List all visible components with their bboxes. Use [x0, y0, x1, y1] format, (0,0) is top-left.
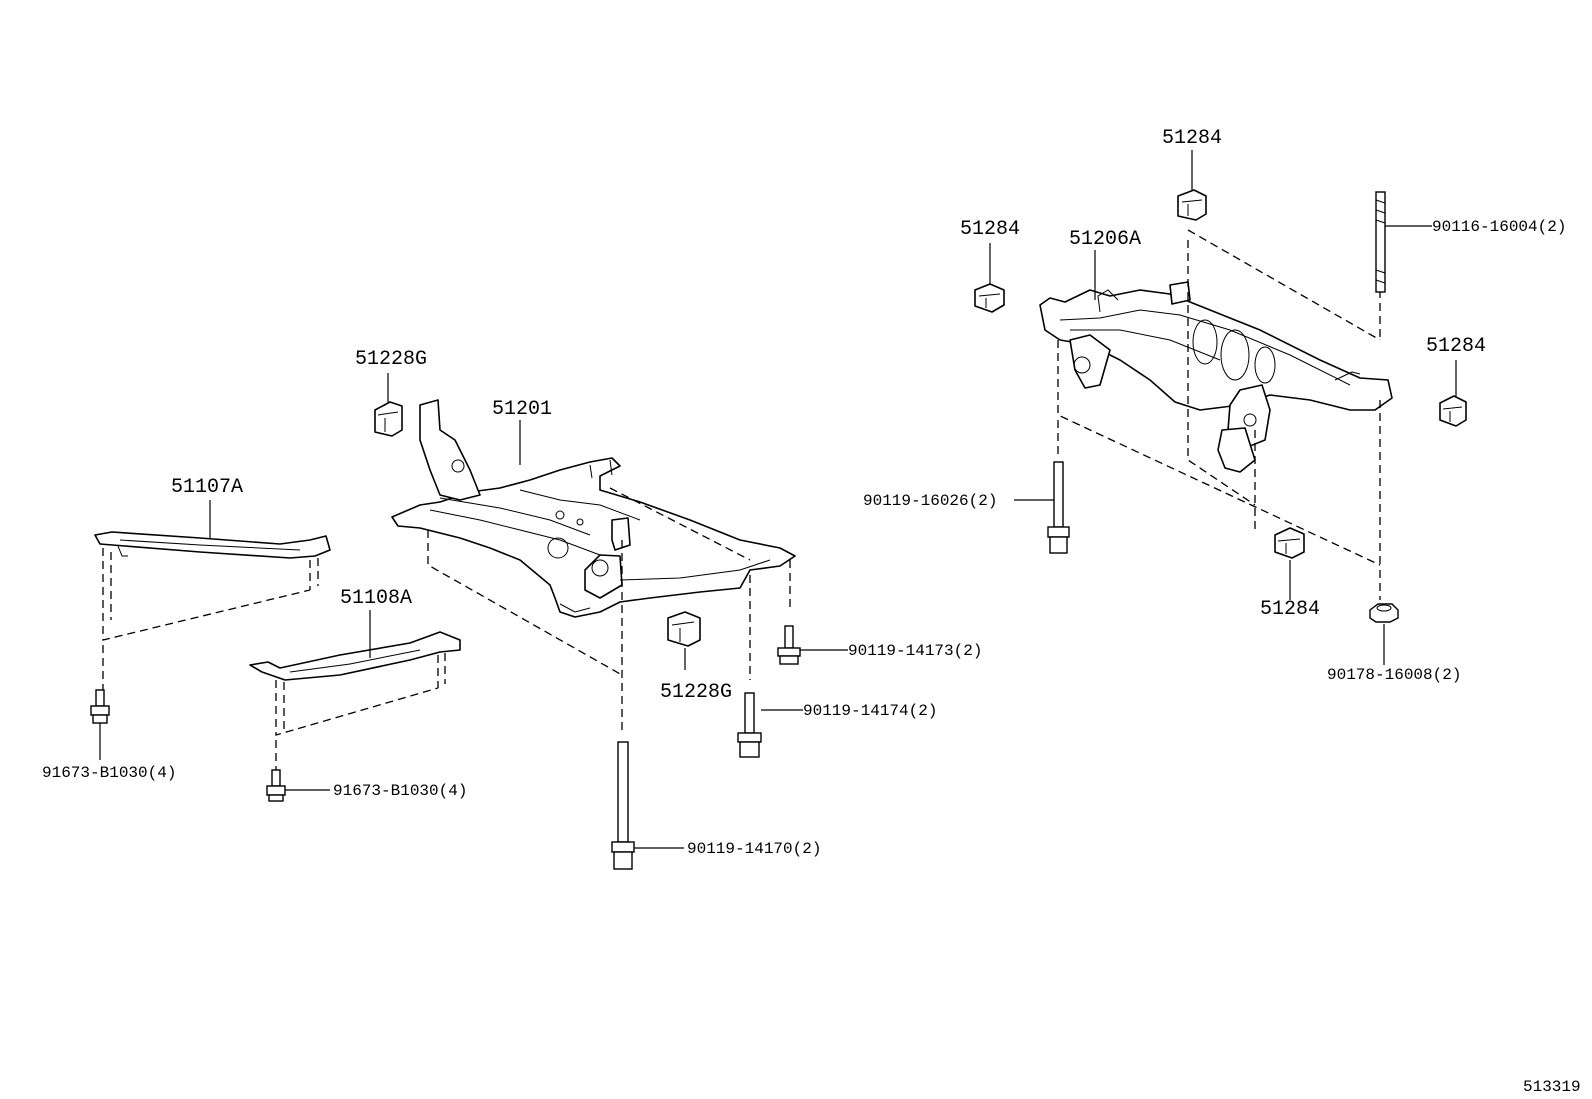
bolt-90119-14173[interactable]: [777, 625, 801, 665]
callout-90119-16026: 90119-16026(2): [863, 492, 997, 510]
callout-51284-top: 51284: [1162, 127, 1222, 150]
callout-51107A: 51107A: [171, 476, 243, 499]
brace-51108A[interactable]: [249, 631, 461, 681]
cushion-51284-bottom[interactable]: [1274, 527, 1305, 559]
bolt-90119-14174[interactable]: [737, 692, 762, 758]
callout-51201: 51201: [492, 398, 552, 421]
callout-90119-14173: 90119-14173(2): [848, 642, 982, 660]
bolt-91673-right[interactable]: [266, 769, 286, 802]
bolt-90119-16026[interactable]: [1047, 461, 1070, 554]
brace-51107A[interactable]: [94, 531, 331, 559]
callout-90116-16004: 90116-16004(2): [1432, 218, 1566, 236]
cushion-51228G-top[interactable]: [374, 401, 403, 437]
bolt-90119-14170[interactable]: [611, 741, 635, 870]
nut-90178-16008[interactable]: [1369, 603, 1399, 623]
callout-51228G-top: 51228G: [355, 348, 427, 371]
callout-90178-16008: 90178-16008(2): [1327, 666, 1461, 684]
callout-51284-right: 51284: [1426, 335, 1486, 358]
callout-51284-left: 51284: [960, 218, 1020, 241]
callout-90119-14170: 90119-14170(2): [687, 840, 821, 858]
rear-crossmember-51206A[interactable]: [1039, 281, 1393, 473]
callout-91673-right: 91673-B1030(4): [333, 782, 467, 800]
callout-51284-bottom: 51284: [1260, 598, 1320, 621]
callout-51206A: 51206A: [1069, 228, 1141, 251]
front-crossmember-51201[interactable]: [391, 399, 796, 618]
cushion-51228G-bottom[interactable]: [667, 611, 701, 647]
cushion-51284-right[interactable]: [1439, 395, 1467, 427]
diagram-id: 513319: [1523, 1078, 1581, 1096]
callout-90119-14174: 90119-14174(2): [803, 702, 937, 720]
cushion-51284-left[interactable]: [974, 283, 1005, 313]
stud-90116-16004[interactable]: [1375, 191, 1386, 293]
callout-51228G-bottom: 51228G: [660, 681, 732, 704]
bolt-91673-left[interactable]: [90, 689, 110, 724]
callout-51108A: 51108A: [340, 587, 412, 610]
cushion-51284-top[interactable]: [1177, 189, 1207, 221]
callout-91673-left: 91673-B1030(4): [42, 764, 176, 782]
